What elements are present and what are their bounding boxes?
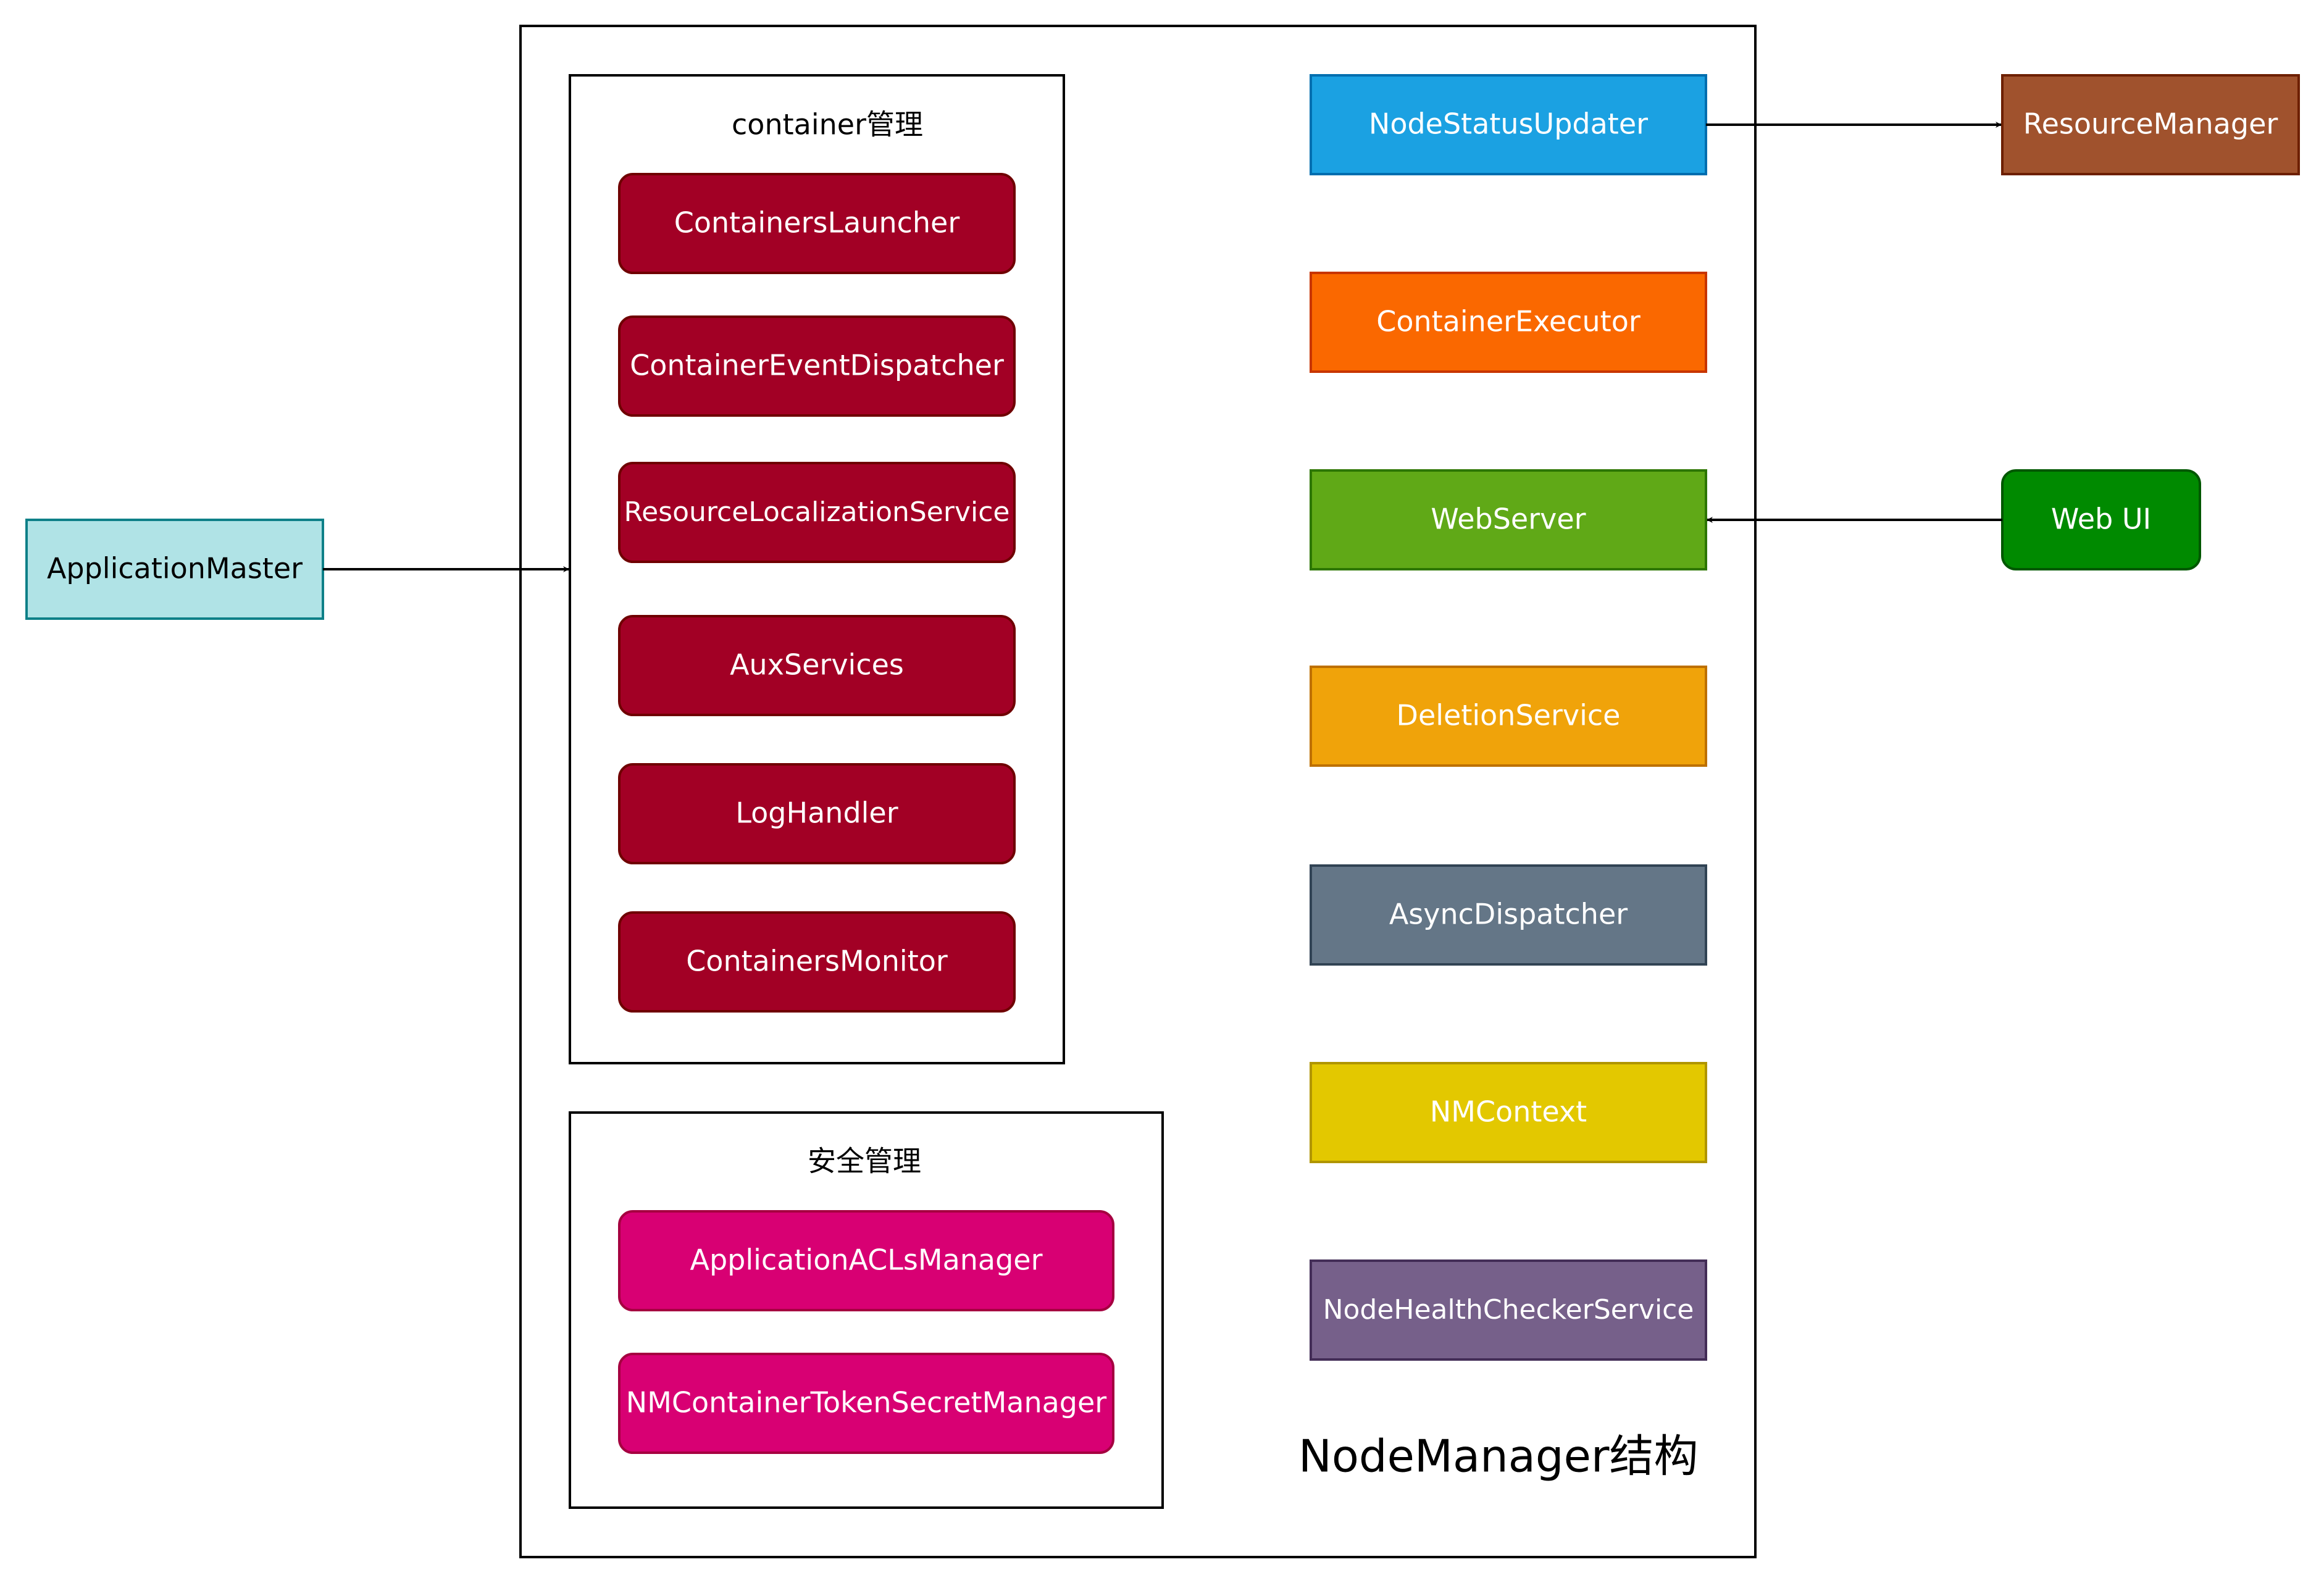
- containers-monitor-label: ContainersMonitor: [686, 945, 948, 978]
- containers-launcher-label: ContainersLauncher: [674, 206, 960, 240]
- deletion-service-box: [1310, 666, 1707, 767]
- security-items: ApplicationACLsManagerNMContainerTokenSe…: [618, 1210, 1114, 1454]
- node-health-checker-service-node[interactable]: NodeHealthCheckerService: [1310, 1259, 1707, 1361]
- application-master-label: ApplicationMaster: [47, 552, 303, 585]
- node-status-updater-label: NodeStatusUpdater: [1369, 107, 1648, 141]
- nmcontainer-token-secret-manager-node[interactable]: NMContainerTokenSecretManager: [618, 1353, 1114, 1454]
- application-master-node[interactable]: ApplicationMaster: [25, 519, 324, 620]
- container-event-dispatcher-node[interactable]: ContainerEventDispatcher: [618, 315, 1016, 417]
- async-dispatcher-box: [1310, 864, 1707, 966]
- service-items: NodeStatusUpdaterContainerExecutorWebSer…: [1310, 74, 1707, 1361]
- web-ui-node[interactable]: Web UI: [2001, 469, 2201, 570]
- container-executor-box: [1310, 272, 1707, 373]
- containers-monitor-node[interactable]: ContainersMonitor: [618, 911, 1016, 1013]
- nmcontext-node[interactable]: NMContext: [1310, 1062, 1707, 1163]
- deletion-service-label: DeletionService: [1397, 699, 1621, 732]
- async-dispatcher-label: AsyncDispatcher: [1389, 898, 1628, 931]
- node-health-checker-service-label: NodeHealthCheckerService: [1323, 1294, 1694, 1326]
- node-status-updater-box: [1310, 74, 1707, 175]
- resource-manager-node[interactable]: ResourceManager: [2001, 74, 2300, 175]
- nmcontext-label: NMContext: [1430, 1095, 1587, 1129]
- application-acls-manager-node[interactable]: ApplicationACLsManager: [618, 1210, 1114, 1311]
- nmcontext-box: [1310, 1062, 1707, 1163]
- node-status-updater-node[interactable]: NodeStatusUpdater: [1310, 74, 1707, 175]
- container-items: ContainersLauncherContainerEventDispatch…: [618, 173, 1016, 1013]
- log-handler-box: [618, 763, 1016, 864]
- resource-localization-service-label: ResourceLocalizationService: [624, 496, 1009, 528]
- container-group-title: container管理: [732, 108, 923, 141]
- web-server-box: [1310, 469, 1707, 570]
- aux-services-box: [618, 615, 1016, 716]
- log-handler-label: LogHandler: [735, 796, 898, 830]
- containers-launcher-node[interactable]: ContainersLauncher: [618, 173, 1016, 274]
- deletion-service-node[interactable]: DeletionService: [1310, 666, 1707, 767]
- web-server-label: WebServer: [1431, 503, 1586, 536]
- application-acls-manager-box: [618, 1210, 1114, 1311]
- diagram-title: NodeManager结构: [1298, 1431, 1699, 1482]
- async-dispatcher-node[interactable]: AsyncDispatcher: [1310, 864, 1707, 966]
- containers-monitor-box: [618, 911, 1016, 1013]
- log-handler-node[interactable]: LogHandler: [618, 763, 1016, 864]
- resource-manager-label: ResourceManager: [2023, 107, 2278, 141]
- application-acls-manager-label: ApplicationACLsManager: [690, 1243, 1042, 1277]
- web-ui-label: Web UI: [2051, 503, 2151, 536]
- resource-localization-service-box: [618, 462, 1016, 563]
- container-event-dispatcher-box: [618, 315, 1016, 417]
- container-executor-node[interactable]: ContainerExecutor: [1310, 272, 1707, 373]
- resource-localization-service-node[interactable]: ResourceLocalizationService: [618, 462, 1016, 563]
- aux-services-label: AuxServices: [730, 648, 904, 682]
- nmcontainer-token-secret-manager-label: NMContainerTokenSecretManager: [626, 1386, 1107, 1419]
- container-executor-label: ContainerExecutor: [1376, 305, 1641, 338]
- nmcontainer-token-secret-manager-box: [618, 1353, 1114, 1454]
- container-event-dispatcher-label: ContainerEventDispatcher: [630, 349, 1004, 382]
- security-group-title: 安全管理: [808, 1145, 921, 1178]
- aux-services-node[interactable]: AuxServices: [618, 615, 1016, 716]
- web-server-node[interactable]: WebServer: [1310, 469, 1707, 570]
- node-health-checker-service-box: [1310, 1259, 1707, 1361]
- containers-launcher-box: [618, 173, 1016, 274]
